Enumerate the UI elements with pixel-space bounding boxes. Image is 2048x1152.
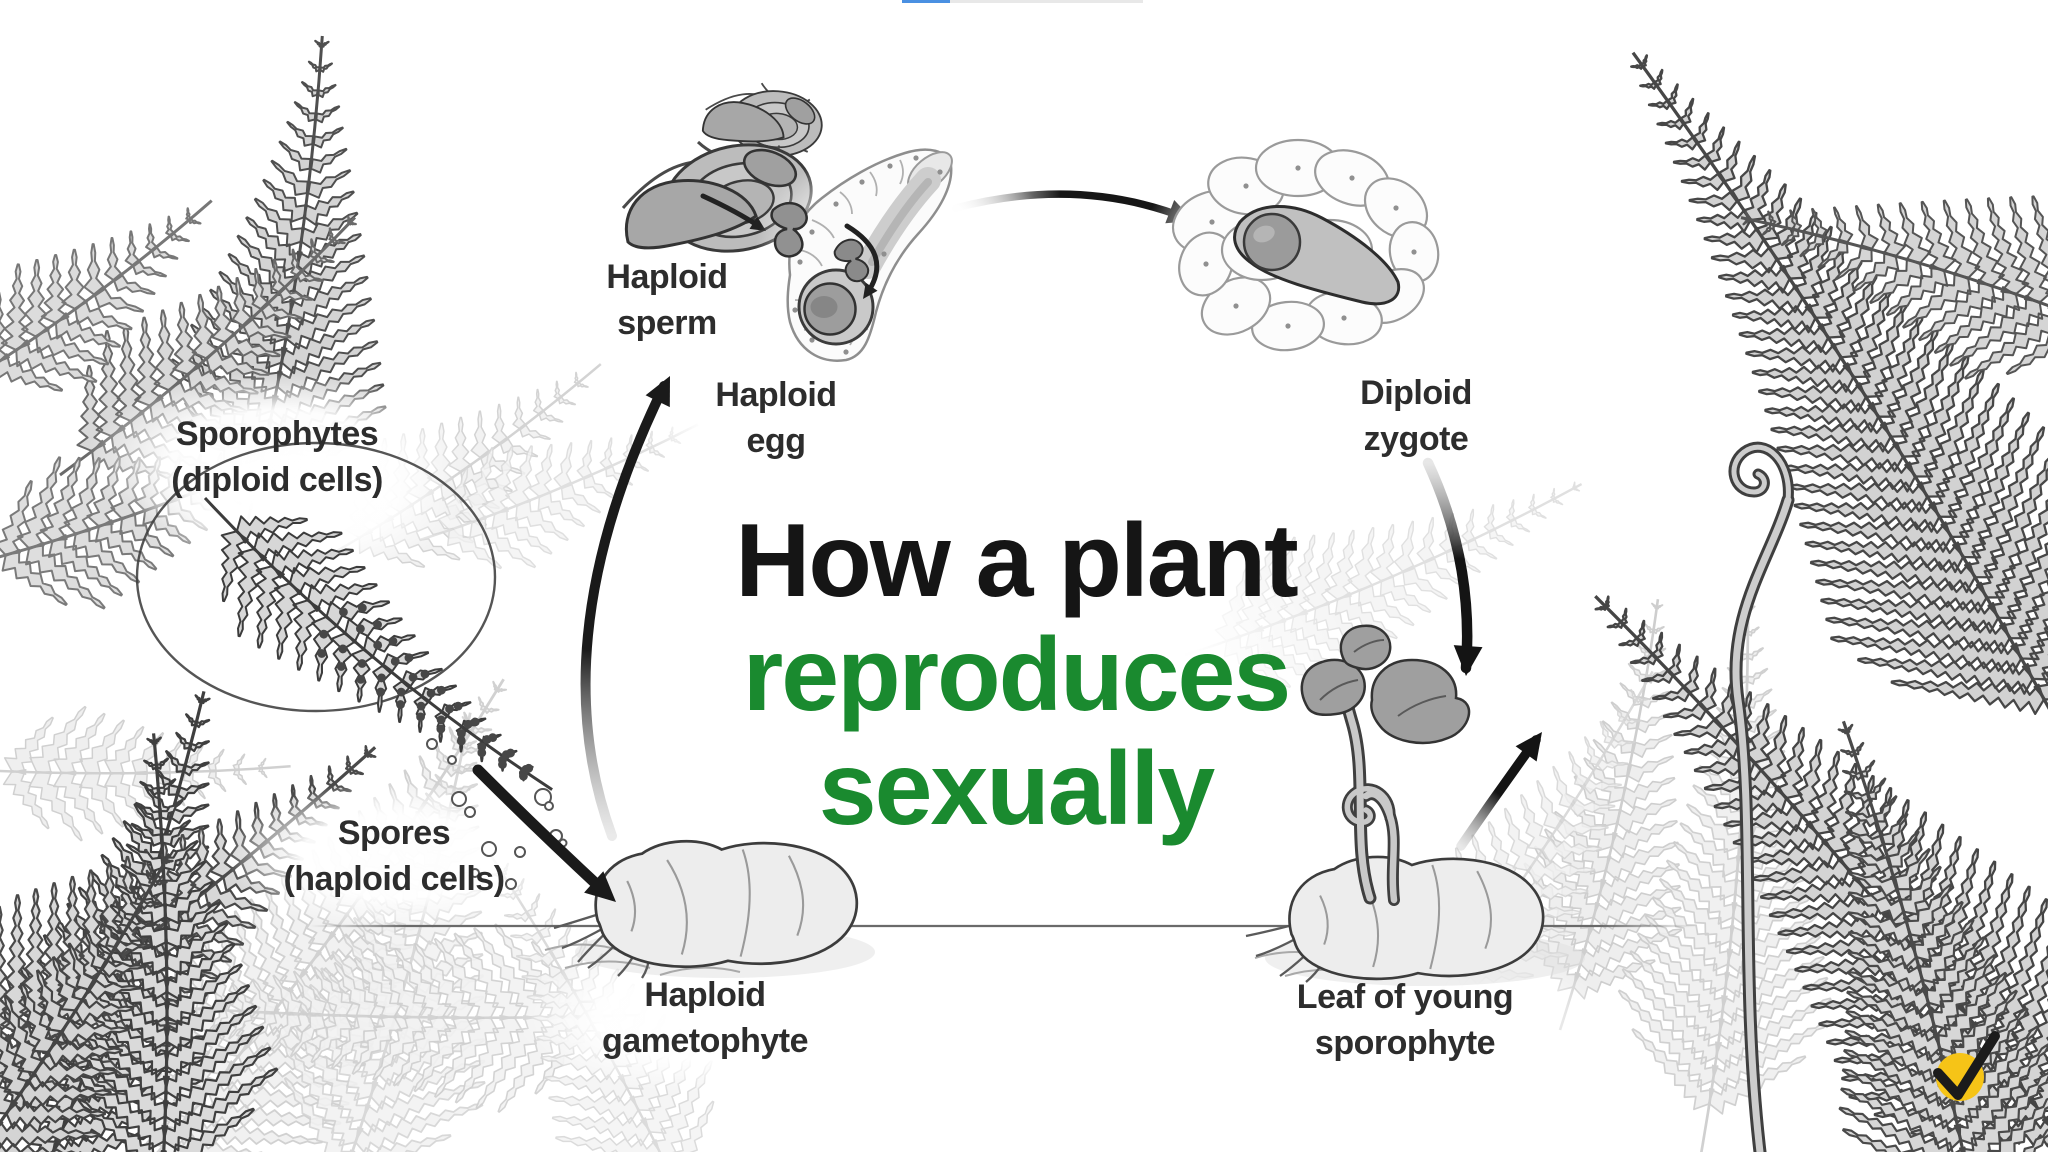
label-leaf-line1: Leaf of young	[1296, 978, 1514, 1016]
check-badge	[1918, 1022, 2010, 1114]
label-haploid-gametophyte: Haploid gametophyte	[601, 972, 809, 1064]
label-glows	[87, 225, 1615, 1100]
fiddlehead-icon	[1728, 441, 1795, 1152]
label-spores: Spores (haploid cells)	[283, 810, 505, 902]
label-haploid-sperm-line1: Haploid	[606, 258, 728, 296]
sporophyte-circle	[135, 441, 497, 713]
label-diploid-zygote: Diploid zygote	[1360, 370, 1472, 462]
gametophyte-illustration	[553, 839, 859, 979]
label-sporophytes: Sporophytes (diploid cells)	[171, 411, 383, 503]
title-line1: How a plant	[735, 503, 1299, 619]
label-haploid-egg-line1: Haploid	[715, 376, 837, 414]
label-spores-line1: Spores	[337, 814, 451, 852]
label-sporophytes-line2: (diploid cells)	[171, 461, 383, 499]
label-spores-line2: (haploid cells)	[283, 860, 505, 898]
label-haploid-egg: Haploid egg	[715, 372, 837, 464]
title-line3: sexually	[818, 731, 1216, 847]
check-icon	[1933, 1031, 2000, 1100]
label-diploid-zygote-line1: Diploid	[1360, 374, 1472, 412]
zygote-illustration	[1140, 132, 1470, 372]
label-haploid-gametophyte-line1: Haploid	[644, 976, 766, 1014]
label-sporophytes-line1: Sporophytes	[175, 415, 379, 453]
sperm-illustration	[621, 82, 823, 253]
label-haploid-sperm-line2: sperm	[617, 304, 717, 342]
progress-bar-fill	[902, 0, 951, 3]
fern-illustration-right	[1594, 51, 2048, 1152]
young-sporophyte-illustration	[1245, 624, 1545, 983]
egg-illustration	[755, 140, 1055, 370]
label-leaf-of-young-sporophyte: Leaf of young sporophyte	[1296, 974, 1514, 1066]
label-haploid-gametophyte-line2: gametophyte	[601, 1022, 809, 1060]
first-leaves	[1300, 624, 1471, 745]
label-leaf-line2: sporophyte	[1314, 1024, 1496, 1062]
fern-illustration-left	[0, 35, 387, 1152]
label-diploid-zygote-line2: zygote	[1363, 420, 1469, 458]
label-haploid-sperm: Haploid sperm	[606, 254, 728, 346]
title-line2: reproduces	[742, 617, 1291, 733]
label-haploid-egg-line2: egg	[746, 422, 806, 460]
progress-bar	[902, 0, 1143, 3]
diagram-title: How a plant reproduces sexually	[735, 503, 1299, 847]
